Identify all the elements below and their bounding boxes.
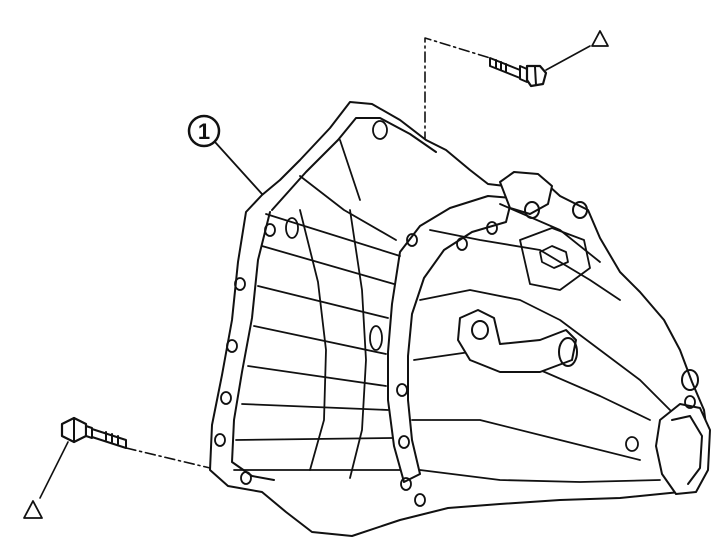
- mount-bore: [558, 337, 578, 367]
- mounting-holes: [214, 120, 696, 507]
- bottom-marker-triangle-icon: [23, 500, 43, 519]
- bell-housing-top-edge: [271, 117, 437, 211]
- transaxle-housing: [209, 101, 711, 537]
- top-bolt-guide-line: [424, 37, 491, 143]
- top-marker-leader: [545, 45, 591, 71]
- callout-1-circle: [187, 114, 221, 148]
- top-marker-triangle-icon: [591, 30, 609, 47]
- bottom-bolt-guide-line: [125, 447, 211, 469]
- bottom-marker-leader: [39, 441, 69, 499]
- top-bolt-group: [424, 30, 609, 143]
- top-bolt: [489, 57, 548, 88]
- callout-1-leader: [214, 141, 263, 195]
- top-boss: [499, 171, 553, 215]
- callout-1-number: 1: [198, 119, 210, 144]
- callout-1: 1: [187, 114, 263, 195]
- bottom-bolt: [60, 416, 127, 449]
- housing-ribs: [233, 139, 401, 479]
- bottom-bolt-group: [23, 416, 211, 519]
- case-flange-ring: [387, 195, 513, 483]
